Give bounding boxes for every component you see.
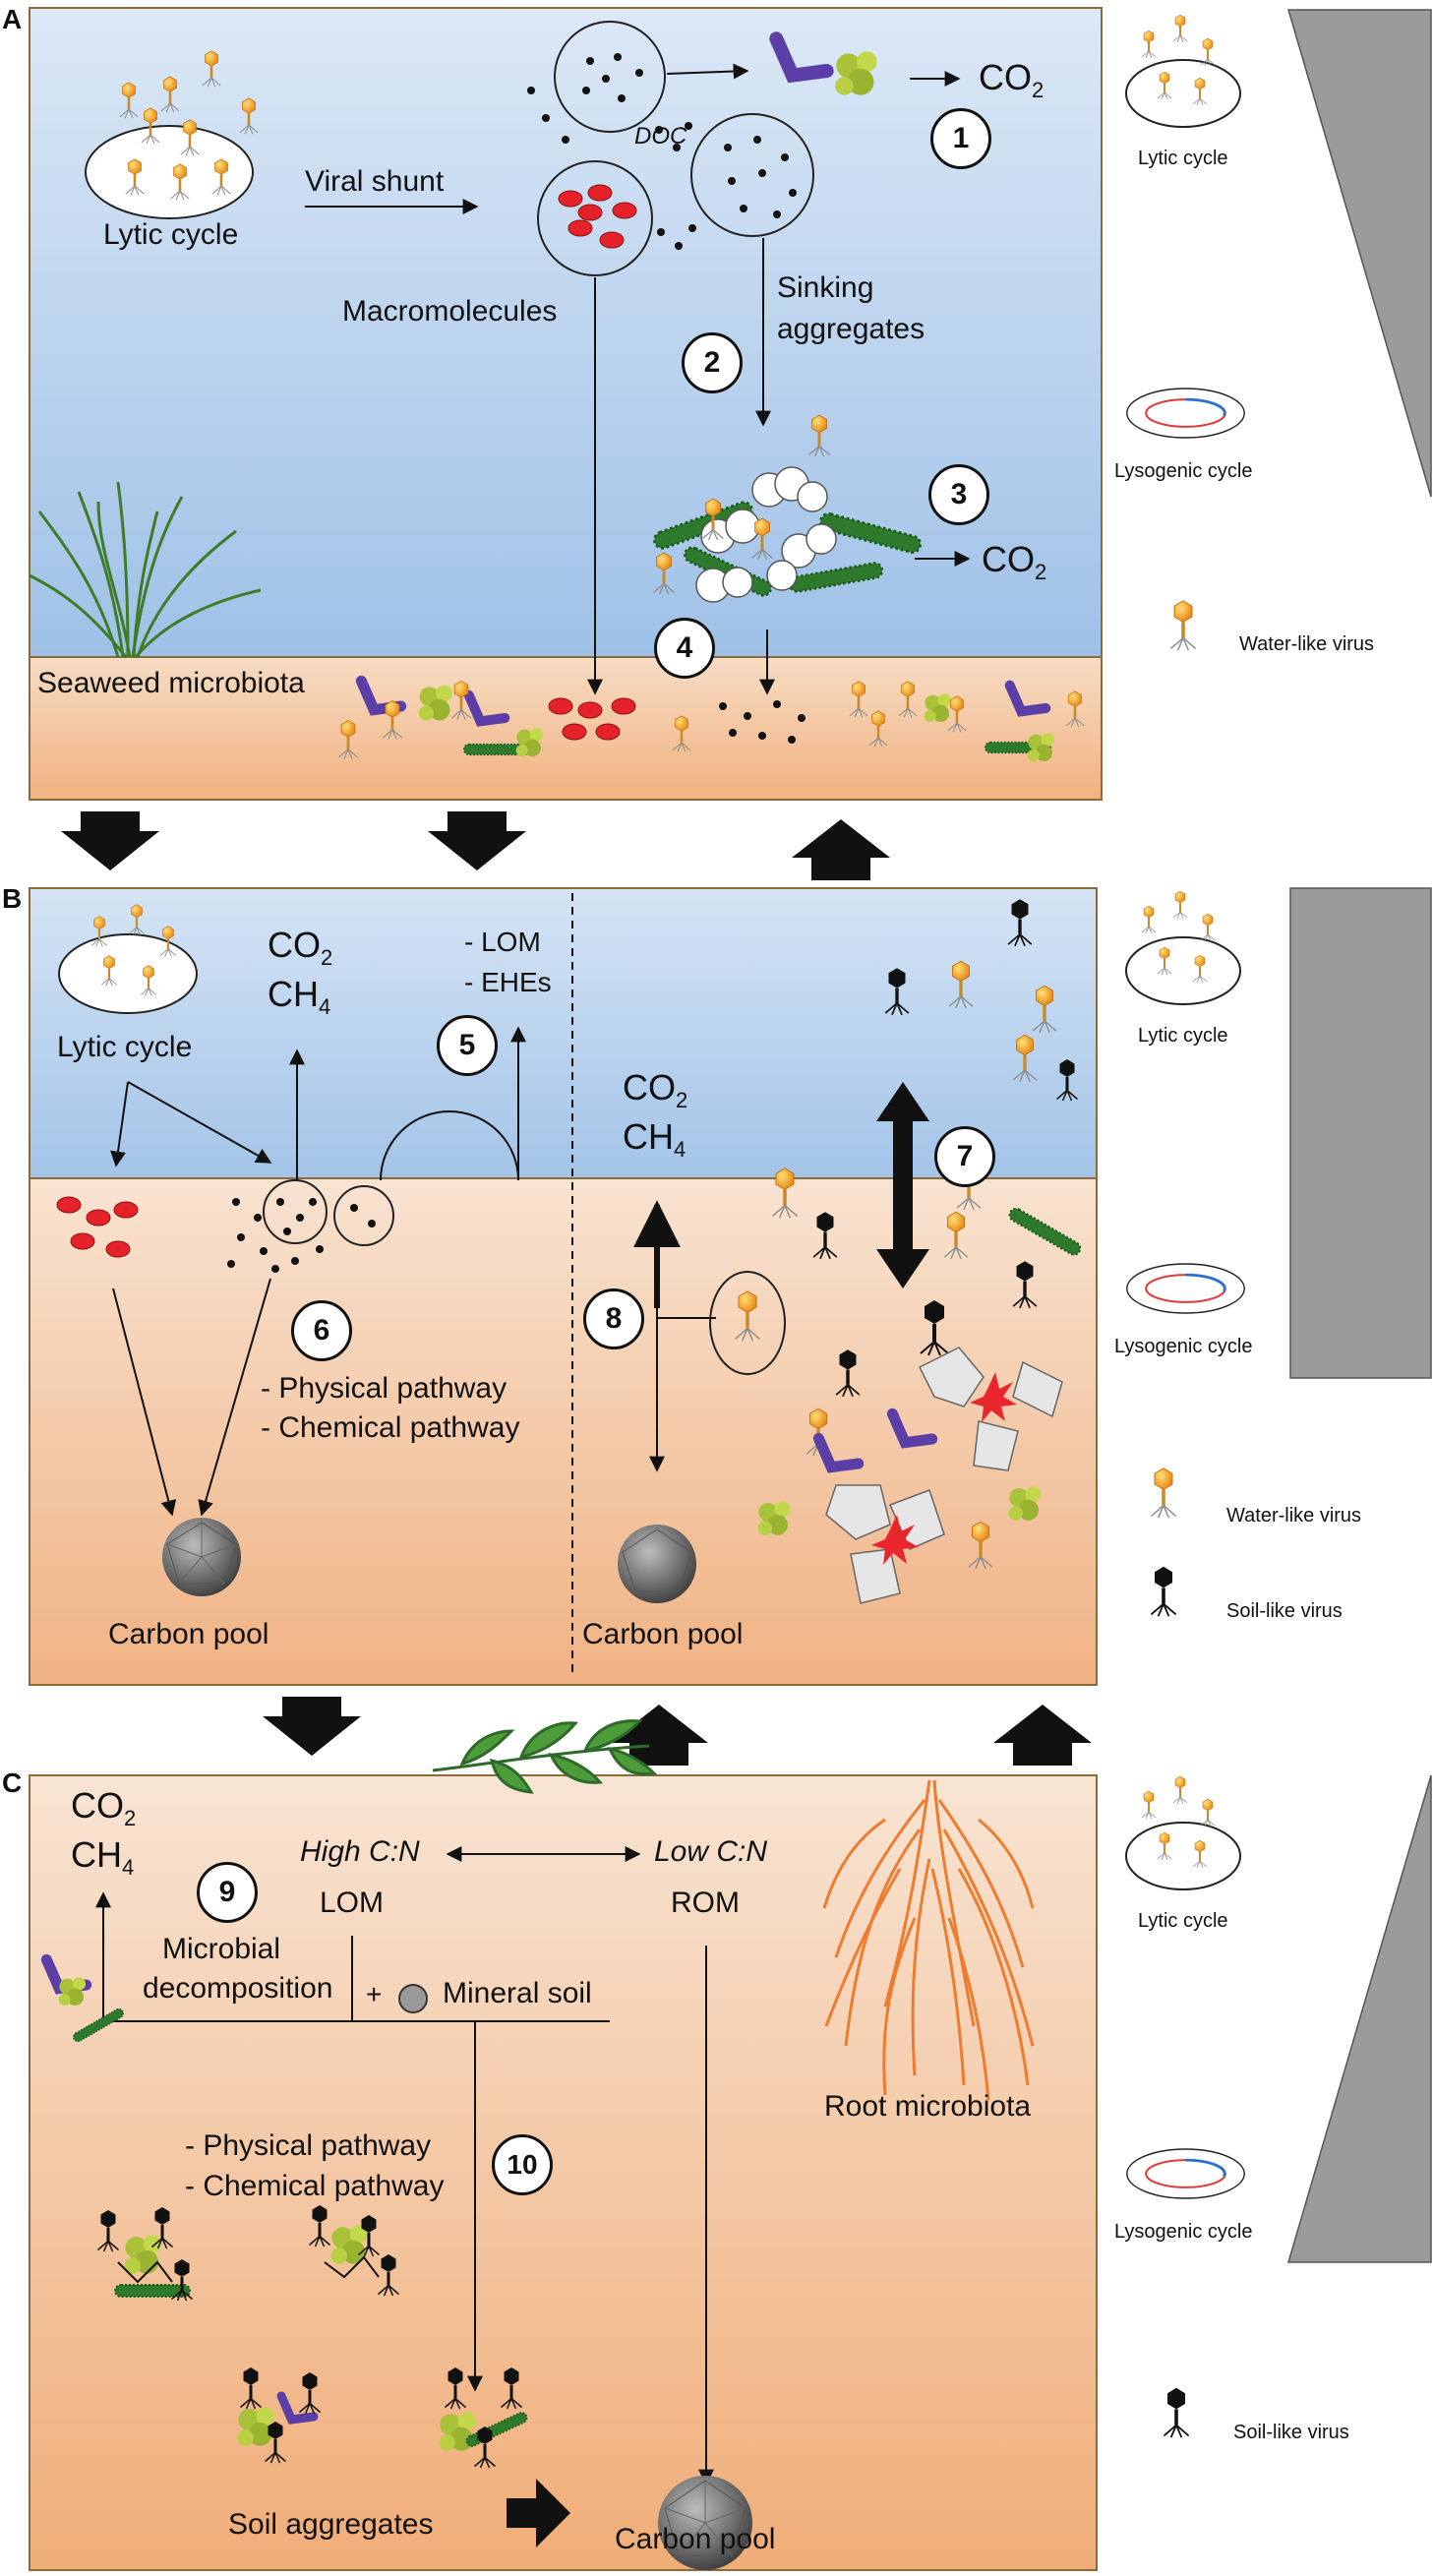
mineral-fragments — [825, 1347, 1063, 1604]
physical-pathway-b: - Physical pathway — [261, 1372, 508, 1405]
co2-output-1: CO2 — [979, 57, 1045, 103]
legend-lysogenic-c: Lysogenic cycle — [1114, 2221, 1253, 2243]
microbial-label: Microbial — [162, 1933, 281, 1965]
doc-label: DOC — [634, 123, 687, 150]
soil-aggregates-label: Soil aggregates — [228, 2508, 434, 2541]
decomposition-label: decomposition — [143, 1972, 333, 2005]
doc-pool-upper — [554, 21, 666, 133]
legend-water-virus-a: Water-like virus — [1239, 633, 1375, 655]
panel-a — [29, 7, 1103, 801]
legend-lysogenic-b: Lysogenic cycle — [1114, 1336, 1253, 1357]
legend-soil-virus-c: Soil-like virus — [1233, 2422, 1349, 2443]
step-2: 2 — [682, 332, 743, 393]
legend-lytic-c: Lytic cycle — [1138, 1910, 1228, 1932]
lytic-cycle-label-a: Lytic cycle — [103, 218, 239, 251]
macromolecules-label: Macromolecules — [342, 295, 558, 328]
transition-arrows-top — [61, 811, 890, 880]
plus-sign: + — [366, 1979, 383, 2009]
step-4: 4 — [654, 618, 715, 679]
carbon-pool-c-label: Carbon pool — [615, 2523, 776, 2555]
double-arrow-7 — [876, 1082, 929, 1288]
panel-c — [29, 1719, 1098, 2571]
mineral-soil-particle — [398, 1984, 428, 2013]
doc-particles — [527, 53, 696, 250]
legend-lytic-b: Lytic cycle — [1138, 1025, 1228, 1047]
seaweed-microbiota-label: Seaweed microbiota — [37, 667, 305, 699]
chemical-pathway-c: - Chemical pathway — [185, 2170, 445, 2202]
lom-label-c: LOM — [320, 1887, 385, 1919]
enzymatic-interaction-burst — [871, 1372, 1017, 1565]
seagrass — [29, 481, 262, 658]
panel-b-letter: B — [2, 883, 23, 914]
sinking-label-line1: Sinking — [777, 271, 874, 304]
aggregates-to-pool-arrow — [507, 2479, 570, 2547]
step-9: 9 — [197, 1862, 258, 1923]
root-system — [822, 1779, 1035, 2101]
ch4-c: CH4 — [71, 1834, 135, 1881]
step-5: 5 — [437, 1015, 498, 1076]
step-10: 10 — [492, 2134, 553, 2195]
step-8: 8 — [583, 1288, 644, 1349]
step-6: 6 — [291, 1300, 352, 1361]
sinking-aggregate — [650, 414, 925, 603]
legend-water-virus-b: Water-like virus — [1226, 1505, 1362, 1527]
lom-label: - LOM — [464, 927, 541, 957]
doc-pool-lower — [690, 113, 814, 237]
gradient-wedge-a — [1286, 9, 1432, 498]
gradient-wedge-c — [1286, 1774, 1432, 2263]
macromolecules — [558, 184, 637, 249]
legend-lytic-a: Lytic cycle — [1138, 148, 1228, 169]
carbon-pool-b-left-label: Carbon pool — [108, 1618, 269, 1650]
co2-b-left: CO2 — [268, 925, 333, 971]
low-cn-label: Low C:N — [654, 1835, 768, 1868]
panel-c-letter: C — [2, 1767, 23, 1798]
carbon-pool-b-right — [618, 1525, 696, 1603]
legend-column — [1125, 9, 1432, 2439]
mineral-soil-label: Mineral soil — [443, 1977, 592, 2009]
viral-shunt-label: Viral shunt — [305, 165, 445, 198]
co2-output-3: CO2 — [982, 539, 1047, 585]
deposited-macromolecules — [548, 697, 636, 741]
carbon-pool-b-right-label: Carbon pool — [582, 1618, 744, 1650]
rom-label: ROM — [671, 1887, 740, 1919]
chemical-pathway-b: - Chemical pathway — [261, 1411, 520, 1444]
panel-a-letter: A — [2, 4, 23, 34]
transition-arrows-bottom — [263, 1697, 1092, 1766]
gradient-block-b — [1289, 887, 1432, 1379]
legend-soil-virus-b: Soil-like virus — [1226, 1600, 1343, 1622]
ehes-label: - EHEs — [464, 967, 552, 997]
seaweed-branch — [432, 1719, 658, 1794]
sinking-label-line2: aggregates — [777, 313, 925, 345]
step-1: 1 — [930, 108, 991, 169]
lytic-cell — [85, 125, 254, 219]
carbon-pool-c — [658, 2476, 752, 2570]
co2-c: CO2 — [71, 1785, 137, 1831]
macromolecule-pool — [537, 160, 653, 276]
soil-aggregates — [96, 2204, 530, 2469]
lytic-cycle-label-b: Lytic cycle — [57, 1031, 193, 1063]
step-3: 3 — [928, 464, 989, 525]
legend-lysogenic-a: Lysogenic cycle — [1114, 460, 1253, 482]
ch4-b-left: CH4 — [268, 974, 331, 1020]
physical-pathway-c: - Physical pathway — [185, 2129, 432, 2162]
deposited-doc — [719, 700, 806, 744]
panel-b — [29, 887, 1098, 1686]
carbon-pool-b-left — [162, 1518, 241, 1596]
ch4-b-right: CH4 — [623, 1116, 687, 1163]
high-cn-label: High C:N — [300, 1835, 420, 1868]
root-microbiota-label: Root microbiota — [824, 2090, 1032, 2123]
step-7: 7 — [934, 1126, 995, 1187]
co2-b-right: CO2 — [623, 1067, 688, 1113]
